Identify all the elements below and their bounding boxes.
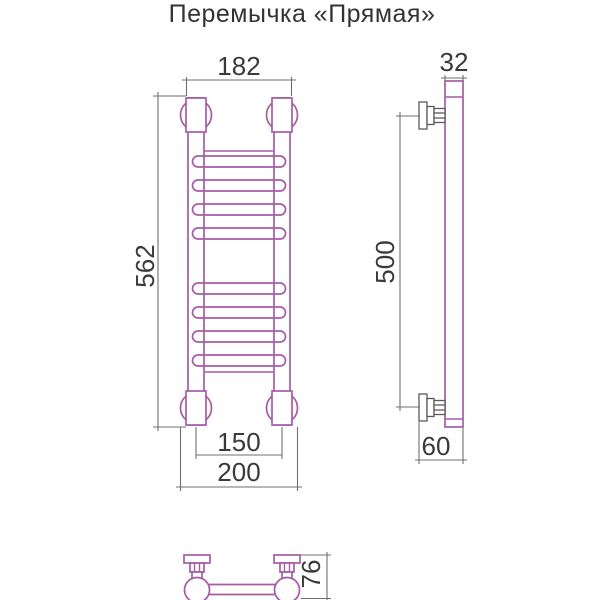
- dim-front-outer-width: 182: [217, 51, 260, 81]
- side-bottom-bracket-flange: [418, 393, 428, 422]
- bottom-view: 76: [183, 552, 331, 600]
- dim-side-bottom-depth: 60: [422, 431, 451, 461]
- side-product-outline: [444, 80, 464, 428]
- bottom-left-flange: [183, 554, 211, 564]
- dim-side-pipe-width: 32: [440, 47, 469, 77]
- dim-bottom-depth: 76: [296, 560, 326, 589]
- front-top-right-collar: [271, 97, 293, 133]
- side-bottom-bracket-nut: [433, 399, 446, 416]
- bottom-right-nut: [279, 562, 295, 573]
- front-rung: [191, 354, 287, 367]
- front-rung: [191, 179, 287, 192]
- side-top-bracket-nut: [433, 107, 446, 124]
- front-bottom-left-collar: [185, 390, 207, 426]
- bottom-right-tube-section: [273, 576, 301, 600]
- front-left-tube: [187, 97, 205, 426]
- dim-front-height: 562: [130, 244, 160, 287]
- side-wall-brackets: [418, 101, 446, 422]
- side-bottom-bracket-stem: [426, 397, 435, 418]
- front-dimension-lines: [153, 77, 302, 491]
- page-title: Перемычка «Прямая»: [169, 0, 436, 28]
- front-rung: [191, 306, 287, 319]
- front-rung: [191, 203, 287, 216]
- front-bottom-right-collar: [271, 390, 293, 426]
- side-top-bracket-stem: [426, 105, 435, 126]
- bottom-dimension-lines: [300, 552, 331, 600]
- front-rung: [191, 282, 287, 295]
- side-top-bracket-flange: [418, 101, 428, 130]
- front-right-tube: [273, 97, 291, 426]
- side-dimension-labels: 32 500 60: [370, 47, 468, 461]
- bottom-left-tube-section: [183, 576, 211, 600]
- dim-front-flange-span: 200: [217, 457, 260, 487]
- side-view: 32 500 60: [370, 47, 468, 464]
- front-rung: [191, 155, 287, 168]
- front-rung: [191, 330, 287, 343]
- front-product-outline: [179, 97, 299, 426]
- front-rung: [191, 227, 287, 240]
- front-view: 182 562 150 200: [130, 51, 302, 491]
- side-tube: [444, 80, 464, 428]
- bottom-dimension-labels: 76: [296, 560, 326, 589]
- bottom-left-nut: [189, 562, 205, 573]
- front-top-left-collar: [185, 97, 207, 133]
- side-dimension-lines: [396, 75, 467, 464]
- dim-front-pipe-spacing: 150: [217, 427, 260, 457]
- front-dimension-labels: 182 562 150 200: [130, 51, 261, 487]
- bottom-product-outline: [183, 554, 301, 600]
- dim-side-mount-spacing: 500: [370, 240, 400, 283]
